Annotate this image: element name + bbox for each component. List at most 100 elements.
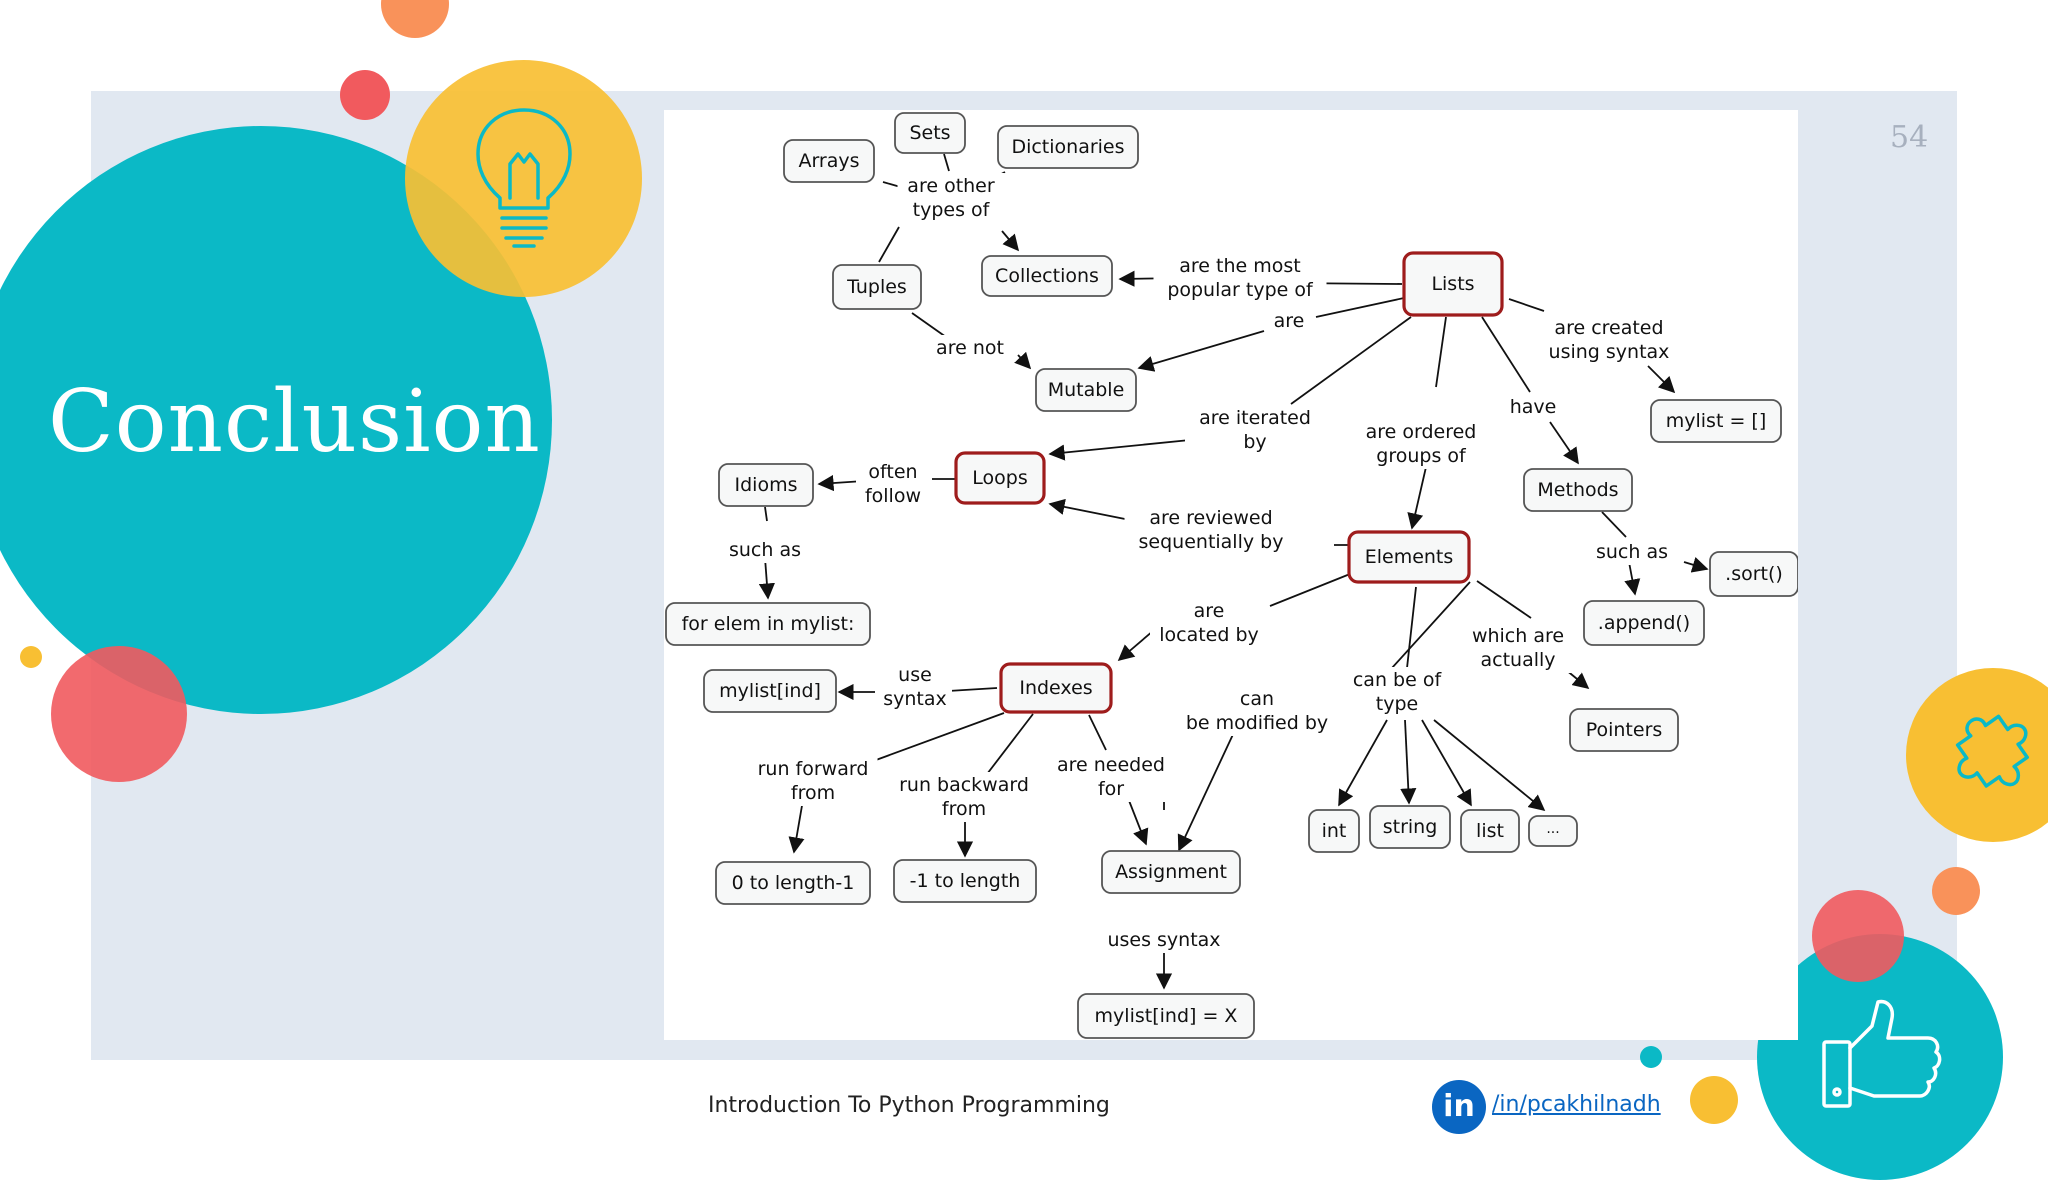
decor-circle-coral-small — [340, 70, 390, 120]
concept-link-line — [1406, 586, 1417, 669]
concept-node-label: 0 to length-1 — [732, 872, 855, 894]
footer-text: Introduction To Python Programming — [708, 1093, 1110, 1118]
concept-node-box — [1583, 600, 1705, 646]
concept-link-line — [758, 557, 775, 600]
concept-node-box — [715, 861, 871, 905]
concept-node-label: for elem in mylist: — [682, 613, 855, 635]
link-label-line: often — [868, 461, 917, 483]
concept-node-box — [1528, 815, 1578, 847]
link-label-background — [1153, 253, 1327, 303]
concept-node-ellipsis: ··· — [1528, 815, 1578, 847]
concept-link-line — [1088, 714, 1107, 751]
concept-node-box — [1650, 399, 1782, 443]
puzzle-icon — [1955, 714, 2029, 788]
concept-link-line — [1290, 316, 1412, 405]
link-label-line: are iterated — [1199, 407, 1311, 429]
link-label-such_as_1: such as — [729, 539, 801, 561]
link-label-line: are needed — [1057, 754, 1165, 776]
link-label-background — [894, 772, 1034, 822]
concept-node-label: Arrays — [798, 150, 859, 172]
concept-node-label: Pointers — [1586, 719, 1663, 741]
link-label-background — [1185, 405, 1325, 455]
concept-node-label: Tuples — [846, 276, 907, 298]
link-label-background — [1539, 315, 1679, 365]
concept-node-box — [1308, 809, 1360, 853]
concept-node-mylist_assign: mylist[ind] = X — [1077, 993, 1255, 1039]
concept-link-line — [1433, 719, 1546, 812]
concept-node-sets: Sets — [894, 112, 966, 154]
concept-node-box — [997, 125, 1139, 169]
concept-node-loops: Loops — [954, 451, 1046, 505]
concept-link-line — [1269, 573, 1351, 607]
concept-node-box — [1460, 809, 1520, 853]
concept-node-pointers: Pointers — [1569, 708, 1679, 752]
link-label-line: which are — [1472, 625, 1564, 647]
link-label-line: sequentially by — [1139, 531, 1284, 553]
link-label-line: actually — [1480, 649, 1555, 671]
link-label-line: have — [1510, 396, 1557, 418]
link-label-line: using syntax — [1549, 341, 1670, 363]
concept-link-line — [1001, 230, 1020, 252]
thumbs-up-icon — [1822, 999, 1942, 1108]
link-label-background — [1507, 394, 1559, 420]
link-label-background — [1124, 505, 1298, 555]
link-label-background — [897, 173, 1005, 223]
concept-node-label: Mutable — [1048, 379, 1125, 401]
decor-circle-coral-right — [1812, 890, 1904, 982]
link-label-line: are not — [936, 337, 1004, 359]
concept-link-line — [943, 153, 950, 172]
decor-dot-teal-bottom — [1640, 1046, 1662, 1068]
concept-node-box — [893, 859, 1037, 903]
concept-node-label: Methods — [1537, 479, 1618, 501]
concept-node-label: list — [1476, 820, 1504, 842]
concept-node-label: .sort() — [1725, 563, 1783, 585]
link-label-line: uses syntax — [1107, 929, 1220, 951]
link-label-such_as_2: such as — [1596, 541, 1668, 563]
concept-node-box — [1523, 468, 1633, 512]
concept-node-label: mylist[ind] — [719, 680, 821, 702]
link-label-line: for — [1098, 778, 1124, 800]
link-label-uses_syntax: uses syntax — [1107, 929, 1220, 951]
concept-node-sort: .sort() — [1709, 551, 1799, 597]
link-label-background — [1268, 308, 1310, 334]
link-label-line: groups of — [1376, 445, 1467, 467]
concept-node-box — [718, 463, 814, 507]
concept-node-label: int — [1322, 820, 1347, 842]
concept-node-label: Dictionaries — [1011, 136, 1124, 158]
concept-link-line — [1014, 351, 1032, 370]
concept-node-box — [703, 669, 837, 713]
concept-node-int: int — [1308, 809, 1360, 853]
link-label-are: are — [1274, 310, 1305, 332]
concept-node-methods: Methods — [1523, 468, 1633, 512]
concept-node-box — [954, 451, 1046, 505]
link-label-line: located by — [1159, 624, 1259, 646]
decor-dot-yellow-left — [20, 646, 42, 668]
concept-link-line — [1601, 511, 1627, 538]
decor-circle-coral-left — [51, 646, 187, 782]
concept-node-elements: Elements — [1347, 530, 1471, 584]
link-label-background — [1464, 623, 1572, 673]
concept-link-line — [1400, 719, 1417, 805]
link-label-line: can — [1240, 688, 1274, 710]
concept-node-box — [981, 255, 1113, 297]
concept-link-line — [947, 687, 998, 692]
linkedin-icon[interactable]: in — [1432, 1080, 1486, 1134]
link-label-line: use — [898, 664, 932, 686]
concept-link-line — [1048, 439, 1191, 461]
concept-node-label: Loops — [972, 467, 1027, 489]
concept-node-box — [1035, 368, 1137, 412]
link-label-line: by — [1243, 431, 1266, 453]
link-label-background — [748, 756, 878, 806]
concept-link-line — [875, 712, 1005, 761]
concept-link-line — [1476, 580, 1532, 619]
concept-node-box — [1569, 708, 1679, 752]
concept-node-label: .append() — [1598, 612, 1690, 634]
linkedin-link[interactable]: /in/pcakhilnadh — [1492, 1092, 1661, 1117]
